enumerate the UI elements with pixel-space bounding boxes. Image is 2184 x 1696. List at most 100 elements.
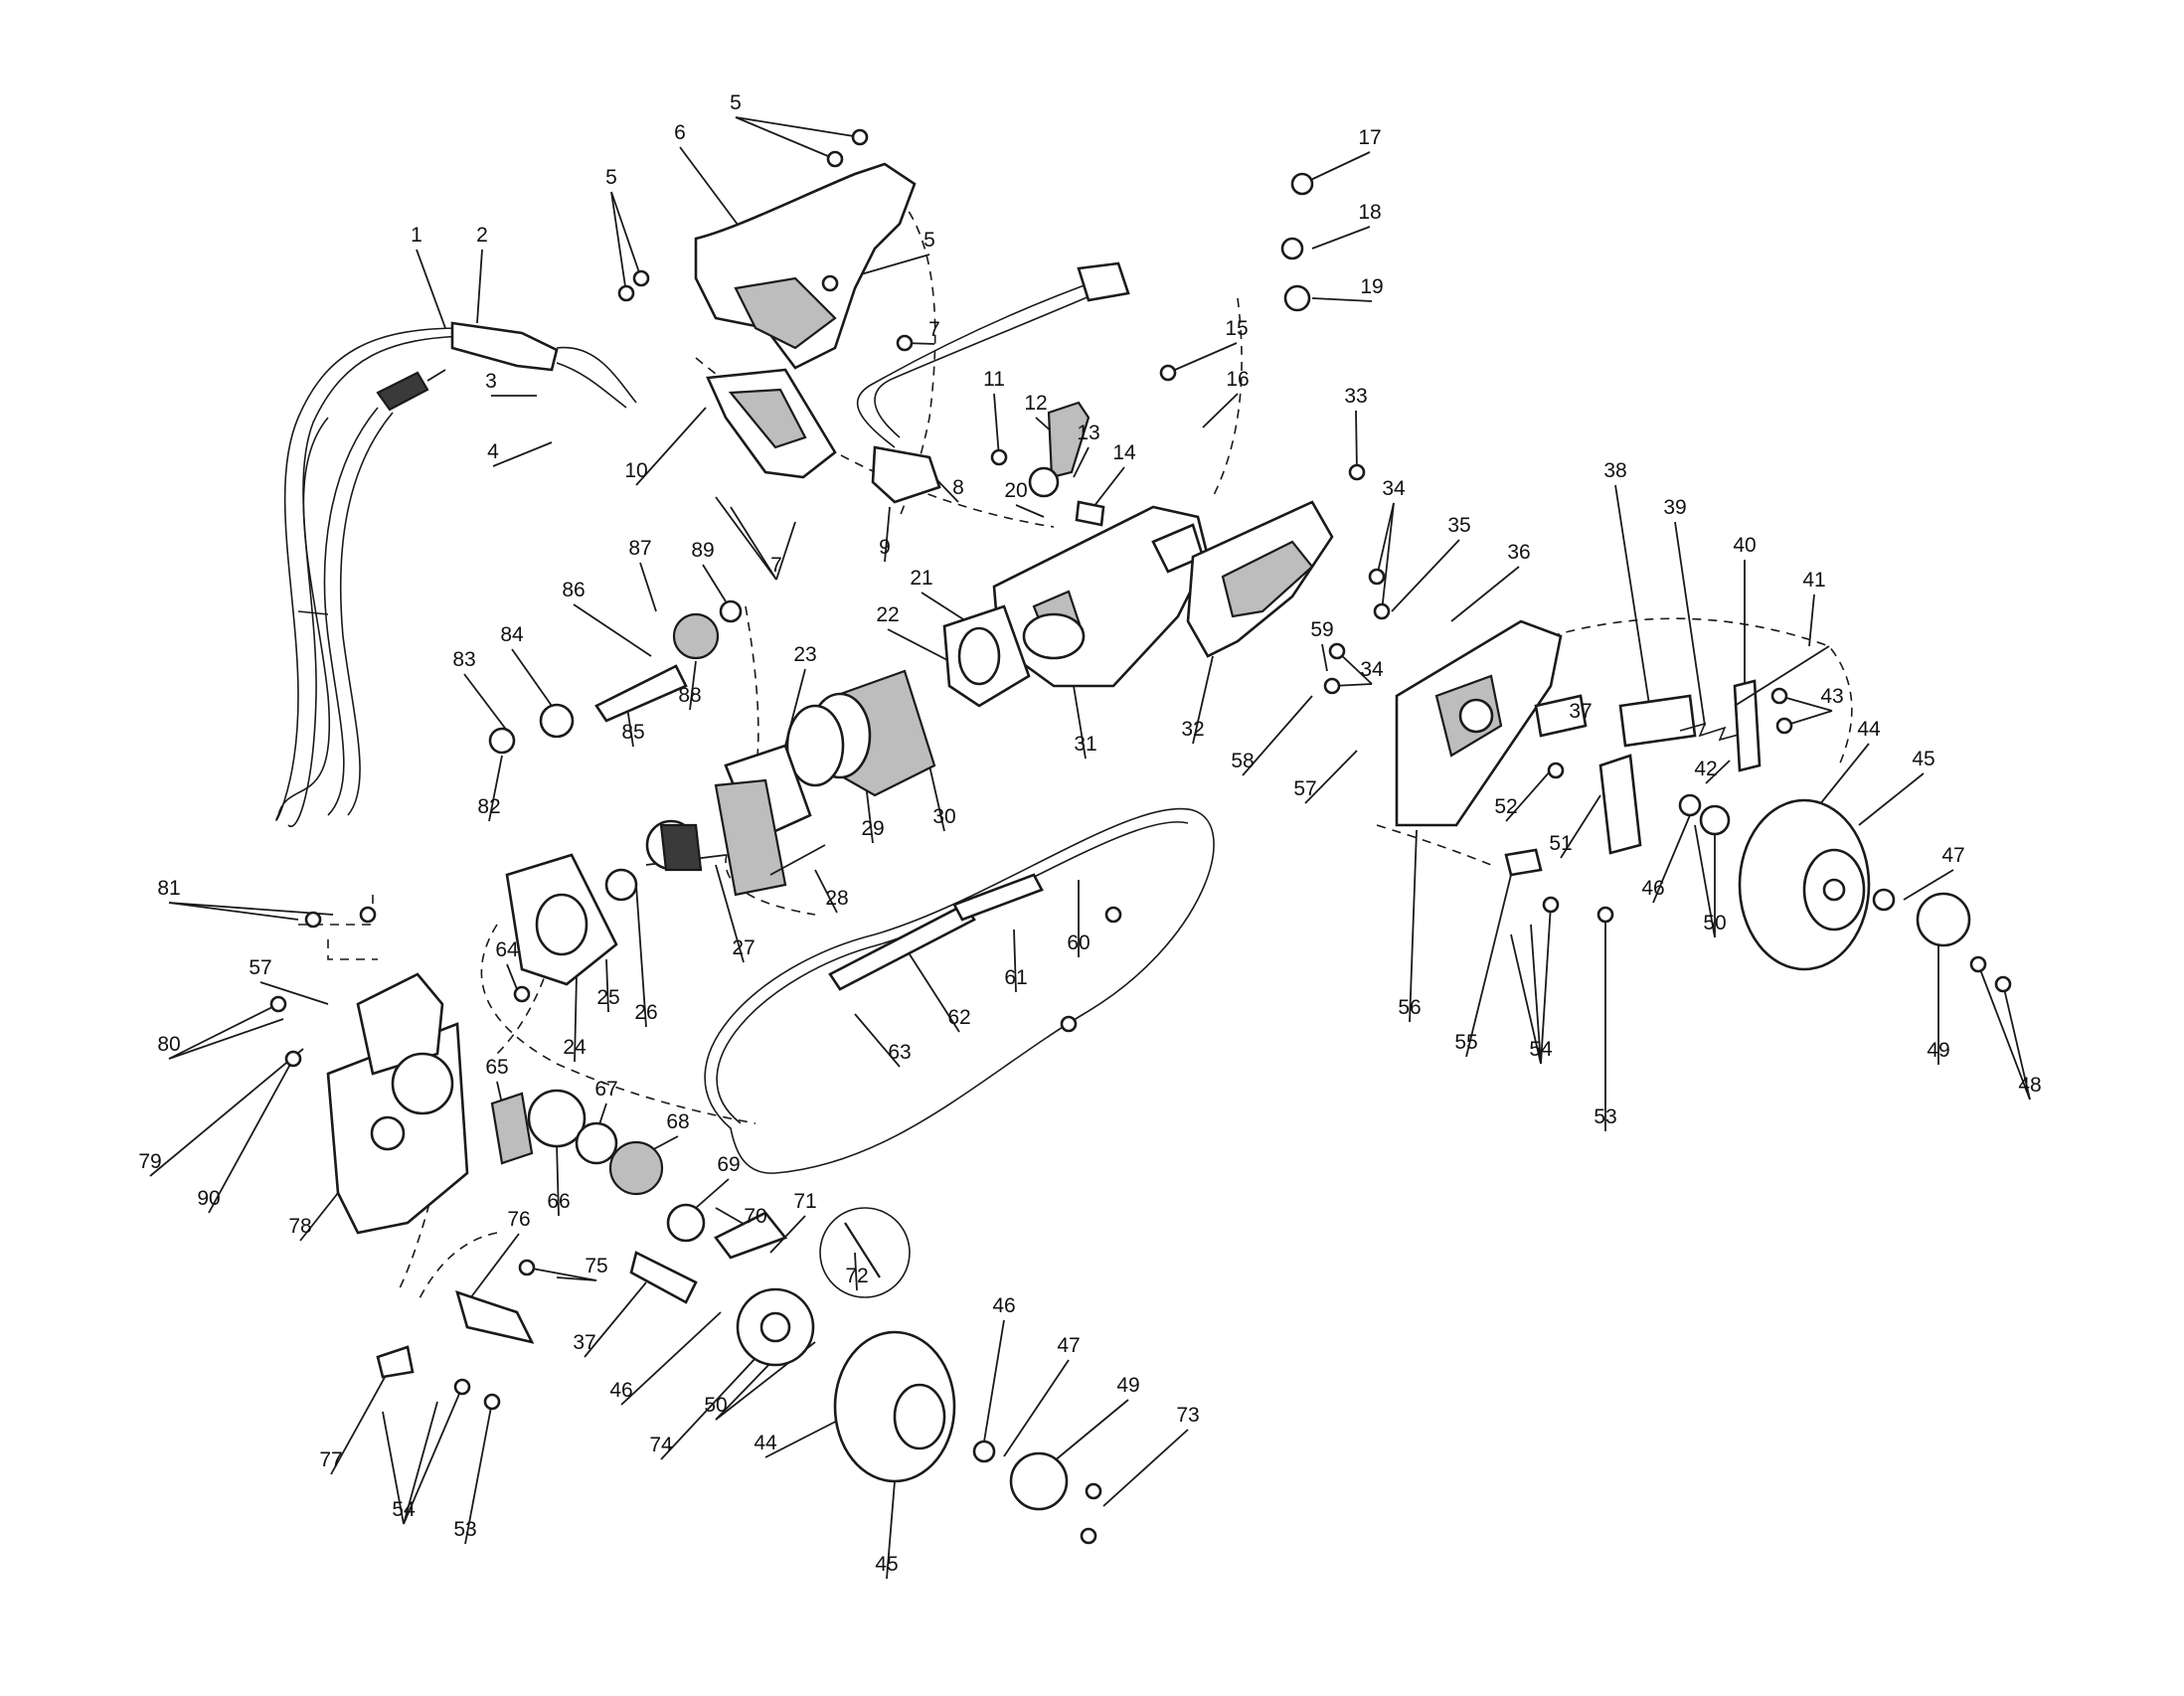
leader-line-47-1 (1903, 869, 1954, 901)
leader-line-34-2 (1381, 502, 1395, 612)
sprocket-chain (736, 1207, 911, 1367)
part-label-1: 1 (411, 224, 422, 247)
part-label-10: 10 (624, 459, 647, 482)
leader-line-44-1 (1818, 743, 1870, 806)
switch-assembly (856, 261, 1130, 527)
leader-line-90-1 (208, 1058, 294, 1214)
part-label-83: 83 (452, 648, 475, 671)
leader-line-11-1 (993, 393, 1000, 458)
leader-line-28-1 (814, 869, 838, 914)
part-label-79: 79 (138, 1150, 161, 1173)
handle-assembly (694, 162, 917, 479)
leader-line-81-1 (168, 902, 299, 921)
part-label-6: 6 (674, 121, 686, 144)
part-label-72: 72 (845, 1265, 868, 1287)
part-label-32: 32 (1181, 718, 1204, 741)
leader-line-55-1 (1465, 874, 1512, 1058)
part-label-74: 74 (649, 1434, 673, 1456)
leader-line-57-1 (259, 981, 329, 1005)
screws (269, 128, 2012, 1545)
leader-line-48-1 (1977, 963, 2031, 1101)
part-label-39: 39 (1663, 496, 1686, 519)
part-label-59: 59 (1310, 618, 1333, 641)
part-label-37: 37 (573, 1331, 595, 1354)
part-label-58: 58 (1231, 750, 1254, 772)
leader-line-84-1 (511, 648, 553, 707)
part-label-49: 49 (1116, 1374, 1139, 1397)
leader-line-26-1 (635, 884, 647, 1028)
part-label-62: 62 (947, 1006, 970, 1029)
part-label-47: 47 (1941, 844, 1964, 867)
leader-line-81-2 (168, 902, 334, 916)
leader-line-56-1 (1409, 829, 1418, 1023)
right-frame (1395, 619, 1588, 827)
leader-line-83-1 (463, 673, 508, 732)
part-label-27: 27 (732, 936, 755, 959)
part-label-22: 22 (876, 603, 899, 626)
lower-wheel (629, 1251, 1069, 1511)
leader-line-24-1 (574, 973, 578, 1063)
leader-line-87-1 (639, 562, 657, 612)
part-label-34: 34 (1382, 477, 1406, 500)
part-label-54: 54 (1529, 1038, 1553, 1061)
leader-line-74-1 (660, 1341, 771, 1460)
tension-assembly (1598, 645, 1830, 855)
leader-line-4-1 (492, 441, 553, 467)
part-label-51: 51 (1549, 832, 1572, 855)
part-label-60: 60 (1067, 932, 1090, 954)
leader-line-9-1 (884, 506, 891, 563)
part-label-13: 13 (1077, 422, 1099, 444)
leader-line-59-1 (1321, 643, 1328, 672)
part-label-53: 53 (453, 1518, 476, 1541)
part-label-33: 33 (1344, 385, 1367, 408)
part-label-50: 50 (1703, 912, 1726, 934)
part-label-40: 40 (1733, 534, 1756, 557)
part-label-52: 52 (1494, 795, 1517, 818)
leader-line-80-2 (168, 1018, 284, 1060)
part-label-20: 20 (1004, 479, 1027, 502)
part-label-42: 42 (1694, 758, 1717, 780)
part-label-78: 78 (288, 1215, 311, 1238)
stator-assembly (785, 604, 1031, 797)
leader-line-48-2 (2002, 983, 2031, 1101)
part-label-25: 25 (596, 986, 619, 1009)
part-label-54: 54 (392, 1498, 416, 1521)
part-label-4: 4 (487, 440, 499, 463)
leader-line-18-1 (1311, 226, 1371, 250)
part-label-5: 5 (605, 166, 617, 189)
part-label-29: 29 (861, 817, 884, 840)
leader-line-1-1 (416, 249, 446, 329)
leader-line-73-1 (1102, 1429, 1189, 1507)
leader-line-47-1 (1003, 1359, 1070, 1457)
leader-line-80-1 (168, 1003, 279, 1060)
part-label-77: 77 (319, 1448, 342, 1471)
leader-line-17-1 (1301, 151, 1371, 185)
part-label-37: 37 (1569, 700, 1592, 723)
part-label-14: 14 (1112, 441, 1136, 464)
leader-line-76-1 (466, 1233, 520, 1303)
upper-wheel (1678, 793, 1971, 971)
left-gear-housing (326, 972, 534, 1235)
leader-line-46-1 (1652, 814, 1691, 904)
armature-assembly (505, 744, 826, 986)
part-label-44: 44 (754, 1432, 777, 1454)
part-label-53: 53 (1594, 1105, 1616, 1128)
part-label-35: 35 (1447, 514, 1470, 537)
leader-line-53-1 (464, 1401, 493, 1545)
leader-line-49-1 (1053, 1399, 1129, 1462)
leader-line-89-1 (702, 564, 727, 602)
leader-line-52-1 (1505, 769, 1552, 822)
motor-housing (992, 500, 1334, 688)
leader-line-45-1 (886, 1480, 896, 1580)
part-label-70: 70 (744, 1205, 766, 1228)
part-label-55: 55 (1454, 1031, 1477, 1054)
leader-line-35-1 (1391, 539, 1460, 612)
part-label-41: 41 (1802, 569, 1825, 592)
part-label-57: 57 (1293, 777, 1316, 800)
leader-line-54-3 (1510, 933, 1542, 1065)
part-label-17: 17 (1358, 126, 1381, 149)
leader-line-32-1 (1192, 655, 1214, 745)
leader-line-88-1 (689, 660, 697, 711)
leader-line-57-1 (1304, 750, 1358, 804)
part-label-30: 30 (932, 805, 955, 828)
